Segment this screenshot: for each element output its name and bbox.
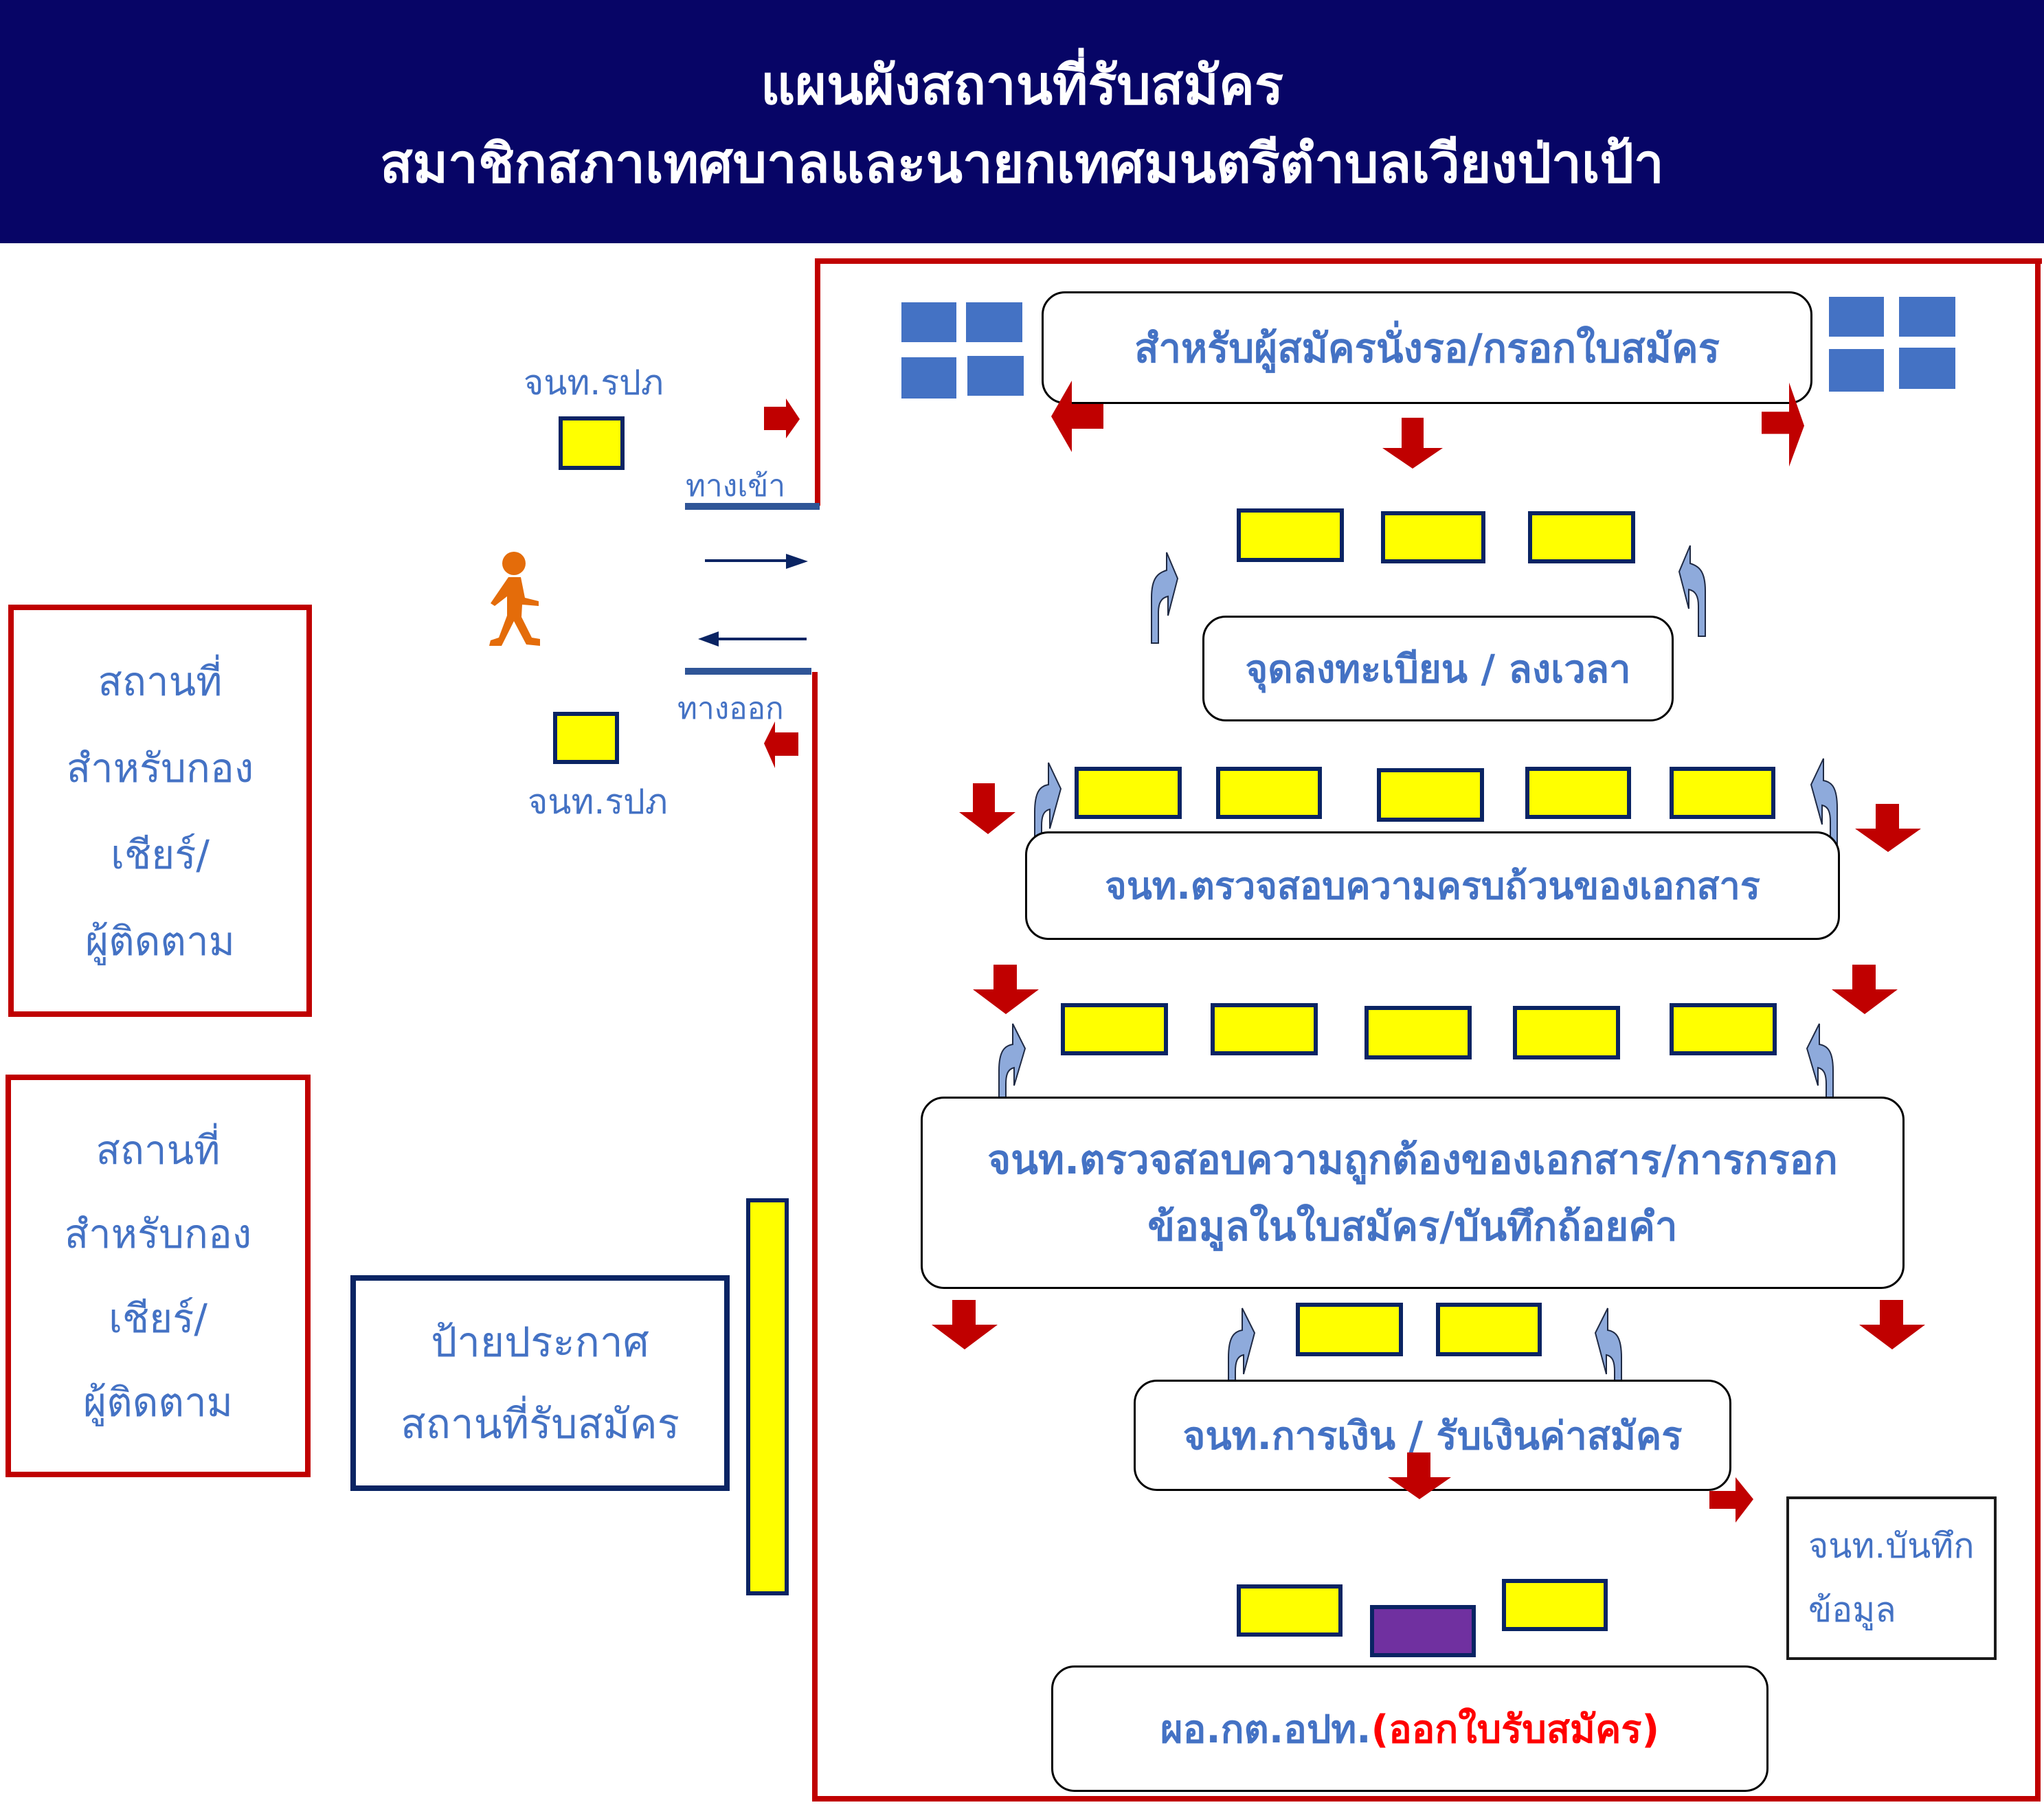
notice-board: ป้ายประกาศ สถานที่รับสมัคร [350,1275,730,1491]
frame-bottom-wall [812,1796,2041,1802]
accuracy-desk [1670,1003,1777,1055]
notice-board-line1: ป้ายประกาศ [431,1318,649,1367]
flow-arrow-down-icon [1855,804,1921,852]
accuracy-desk [1364,1006,1472,1059]
page-subtitle: สมาชิกสภาเทศบาลและนายกเทศมนตรีตำบลเวียงป… [380,133,1664,195]
cheer-area-2-line: สำหรับกอง [64,1211,252,1258]
cheer-area-1-line: เชียร์/ [111,831,210,878]
station-director-highlight: (ออกใบรับสมัคร) [1371,1707,1660,1752]
accuracy-desk [1211,1003,1318,1055]
waiting-seat [901,357,956,399]
check-desk [1377,768,1484,822]
cheer-area-2-line: เชียร์/ [109,1294,207,1342]
flow-arrow-down-icon [1859,1300,1925,1349]
curved-arrow-up-icon [1228,1308,1256,1404]
station-completeness-check-label: จนท.ตรวจสอบความครบถ้วนของเอกสาร [1105,864,1760,908]
frame-right-wall [2035,258,2041,1802]
check-desk [1216,767,1322,819]
exit-line [685,668,811,675]
cheer-area-1-line: สถานที่ [98,658,223,705]
flow-arrow-right-icon [1709,1477,1753,1523]
exit-arrow-icon [698,631,807,647]
guard-bottom-label: จนท.รปภ [528,782,668,822]
waiting-seat [1829,349,1884,392]
registration-desk [1381,511,1485,563]
guard-top-desk [559,416,625,470]
frame-left-wall-lower [812,672,818,1802]
finance-desk [1296,1303,1403,1356]
station-director-label: ผอ.กต.อปท. [1160,1707,1371,1752]
entry-arrow-icon [705,554,808,569]
flow-arrow-down-icon [932,1300,998,1349]
flow-arrow-down-icon [973,965,1039,1014]
entry-door-arrow-icon [764,399,800,438]
check-desk [1525,767,1631,819]
frame-left-wall-upper [815,258,820,506]
header-banner: แผนผังสถานที่รับสมัคร สมาชิกสภาเทศบาลและ… [0,0,2044,243]
waiting-seat [1829,297,1884,337]
station-completeness-check: จนท.ตรวจสอบความครบถ้วนของเอกสาร [1025,831,1840,940]
curved-arrow-up-icon [1810,758,1838,857]
station-finance: จนท.การเงิน / รับเงินค่าสมัคร [1134,1380,1731,1491]
station-director: ผอ.กต.อปท.(ออกใบรับสมัคร) [1051,1665,1768,1792]
flow-arrow-down-icon [1388,1452,1451,1499]
flow-arrow-down-icon [1832,965,1898,1014]
flow-arrow-right-icon [1762,382,1804,467]
director-side-desk [1502,1579,1608,1631]
flow-arrow-down-icon [1382,418,1443,469]
cheer-area-1-line: ผู้ติดตาม [85,917,235,965]
curved-arrow-up-icon [1151,552,1179,644]
cheer-area-1: สถานที่ สำหรับกอง เชียร์/ ผู้ติดตาม [8,605,312,1017]
station-waiting: สำหรับผู้สมัครนั่งรอ/กรอกใบสมัคร [1042,291,1812,404]
notice-board-line2: สถานที่รับสมัคร [400,1400,680,1448]
curved-arrow-up-icon [998,1023,1026,1112]
guard-top-label: จนท.รปภ [524,363,664,403]
exit-label: ทางออก [677,691,784,726]
cheer-area-2-line: ผู้ติดตาม [83,1379,233,1426]
waiting-seat [966,302,1022,342]
curved-arrow-up-icon [1806,1023,1834,1112]
registration-desk [1528,511,1635,563]
entry-label: ทางเข้า [686,469,786,504]
check-desk [1670,767,1775,819]
station-accuracy-check-line2: ข้อมูลในใบสมัคร/บันทึกถ้อยคำ [1147,1203,1678,1250]
flow-arrow-left-icon [1051,381,1103,452]
exit-door-arrow-icon [764,721,798,768]
waiting-seat [901,302,956,342]
station-finance-label: จนท.การเงิน / รับเงินค่าสมัคร [1182,1413,1683,1459]
flow-arrow-down-icon [959,783,1015,834]
waiting-seat [1899,348,1955,389]
cheer-area-2-line: สถานที่ [96,1126,221,1174]
waiting-seat [967,356,1024,396]
station-recorder-line1: จนท.บันทึก [1808,1526,1975,1566]
station-registration-label: จุดลงทะเบียน / ลงเวลา [1245,647,1631,692]
check-desk [1075,767,1182,819]
director-chair [1370,1605,1476,1657]
finance-desk [1436,1303,1542,1356]
cheer-area-2: สถานที่ สำหรับกอง เชียร์/ ผู้ติดตาม [5,1075,311,1477]
entry-line [685,503,820,510]
guard-bottom-desk [553,712,619,764]
frame-top-wall [815,258,2042,264]
station-accuracy-check-line1: จนท.ตรวจสอบความถูกต้องของเอกสาร/การกรอก [987,1136,1838,1183]
curved-arrow-up-icon [1594,1308,1622,1404]
station-registration: จุดลงทะเบียน / ลงเวลา [1202,616,1674,721]
station-accuracy-check: จนท.ตรวจสอบความถูกต้องของเอกสาร/การกรอก … [921,1097,1905,1289]
accuracy-desk [1061,1003,1168,1055]
page-title: แผนผังสถานที่รับสมัคร [761,55,1283,117]
notice-board-stand [746,1198,789,1595]
waiting-seat [1899,297,1955,337]
director-side-desk [1237,1584,1343,1637]
station-recorder: จนท.บันทึก ข้อมูล [1786,1496,1997,1660]
accuracy-desk [1513,1006,1620,1059]
registration-desk [1237,508,1344,562]
station-recorder-line2: ข้อมูล [1808,1590,1896,1630]
curved-arrow-up-icon [1678,545,1706,637]
station-waiting-label: สำหรับผู้สมัครนั่งรอ/กรอกใบสมัคร [1134,324,1720,372]
cheer-area-1-line: สำหรับกอง [66,744,254,792]
walking-person-icon [489,552,540,646]
